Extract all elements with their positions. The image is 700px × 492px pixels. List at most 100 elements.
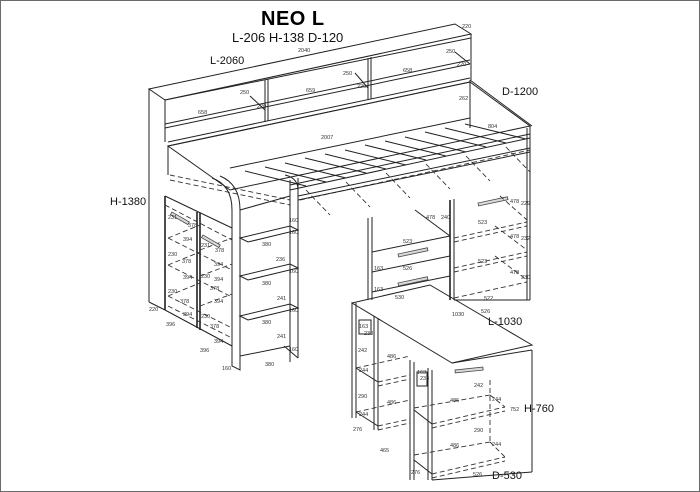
svg-text:380: 380 [262,281,271,287]
svg-text:242: 242 [474,383,483,389]
svg-text:163: 163 [374,287,383,293]
svg-text:378: 378 [210,286,219,292]
svg-text:523: 523 [478,220,487,226]
svg-text:229: 229 [521,201,530,207]
svg-text:394: 394 [183,275,192,281]
svg-text:160: 160 [289,269,298,275]
svg-text:530: 530 [395,295,404,301]
svg-text:244: 244 [359,368,368,374]
overall-length-label: L-2060 [210,55,245,67]
svg-text:241: 241 [277,334,286,340]
svg-text:236: 236 [276,257,285,263]
svg-text:394: 394 [214,339,223,345]
svg-text:394: 394 [183,237,192,243]
svg-text:378: 378 [180,299,189,305]
svg-text:478: 478 [426,215,435,221]
svg-text:378: 378 [215,248,224,254]
svg-text:394: 394 [214,277,223,283]
svg-text:238: 238 [420,376,429,382]
svg-text:380: 380 [262,320,271,326]
svg-text:220: 220 [149,307,158,313]
svg-text:523: 523 [403,239,412,245]
product-dimensions: L-206 H-138 D-120 [232,30,344,45]
svg-text:160: 160 [289,230,298,236]
svg-text:380: 380 [262,242,271,248]
svg-text:163: 163 [359,324,368,330]
svg-text:244: 244 [492,442,501,448]
svg-text:230: 230 [168,289,177,295]
desk [350,284,534,481]
desk-height-label: H-760 [524,403,554,415]
overall-depth-label: D-1200 [502,86,539,98]
svg-text:380: 380 [265,362,274,368]
svg-text:160: 160 [289,308,298,314]
overall-height-label: H-1380 [110,196,147,208]
svg-text:478: 478 [510,199,519,205]
svg-text:220: 220 [257,104,266,110]
svg-text:220: 220 [457,62,466,68]
svg-text:378: 378 [188,223,197,229]
svg-text:163: 163 [417,370,426,376]
svg-text:396: 396 [166,322,175,328]
svg-text:163: 163 [374,266,383,272]
svg-text:250: 250 [446,49,455,55]
svg-text:241: 241 [277,296,286,302]
product-title: NEO L [261,8,325,30]
dimension-labels: 220 2040 250 220 658 250 659 220 250 220… [149,24,530,478]
svg-text:378: 378 [210,324,219,330]
svg-text:478: 478 [510,234,519,240]
svg-text:230: 230 [201,274,210,280]
svg-text:262: 262 [459,96,468,102]
svg-text:526: 526 [481,309,490,315]
svg-text:752: 752 [510,407,519,413]
svg-text:486: 486 [450,443,459,449]
svg-text:250: 250 [240,90,249,96]
svg-text:658: 658 [198,110,207,116]
left-cabinet [148,175,241,371]
svg-text:160: 160 [222,366,231,372]
svg-text:290: 290 [474,428,483,434]
svg-text:231: 231 [168,215,177,221]
svg-text:486: 486 [387,354,396,360]
desk-length-label: L-1030 [488,316,523,328]
svg-text:526: 526 [473,472,482,478]
bed-slats [169,117,531,216]
svg-text:394: 394 [183,312,192,318]
svg-text:244: 244 [492,397,501,403]
svg-text:394: 394 [214,299,223,305]
svg-text:290: 290 [358,394,367,400]
svg-text:486: 486 [387,400,396,406]
svg-text:160: 160 [289,218,298,224]
svg-text:478: 478 [510,270,519,276]
svg-text:220: 220 [462,24,471,30]
svg-text:276: 276 [411,470,420,476]
drawer-unit [297,126,531,301]
svg-text:659: 659 [306,88,315,94]
svg-text:240: 240 [441,215,450,221]
svg-text:231: 231 [201,243,210,249]
svg-text:2007: 2007 [321,135,333,141]
svg-text:526: 526 [403,266,412,272]
svg-text:238: 238 [364,331,373,337]
svg-text:396: 396 [200,348,209,354]
svg-text:250: 250 [343,71,352,77]
svg-text:230: 230 [521,275,530,281]
svg-text:232: 232 [521,236,530,242]
svg-text:220: 220 [357,84,366,90]
svg-text:394: 394 [214,262,223,268]
svg-text:465: 465 [380,448,389,454]
svg-text:2040: 2040 [298,48,310,54]
svg-text:523: 523 [478,259,487,265]
svg-text:486: 486 [450,398,459,404]
svg-text:230: 230 [201,314,210,320]
svg-text:242: 242 [358,348,367,354]
svg-text:658: 658 [403,68,412,74]
ladder-stairs [238,174,300,362]
svg-text:230: 230 [168,252,177,258]
svg-text:244: 244 [359,412,368,418]
svg-text:1030: 1030 [452,312,464,318]
svg-text:276: 276 [353,427,362,433]
svg-text:522: 522 [484,296,493,302]
svg-text:804: 804 [488,124,497,130]
